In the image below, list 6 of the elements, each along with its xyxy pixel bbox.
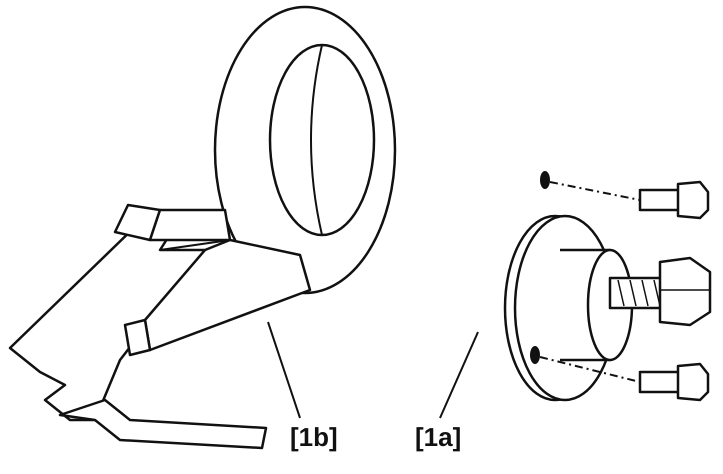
part-callout-label: [1b]: [290, 424, 338, 450]
flange-tool-drawing: [504, 171, 712, 402]
leader-line: [439, 332, 479, 418]
tool-bracket-drawing: [8, 6, 396, 450]
leader-line: [267, 322, 301, 418]
part-callout-label: [1a]: [415, 424, 462, 450]
